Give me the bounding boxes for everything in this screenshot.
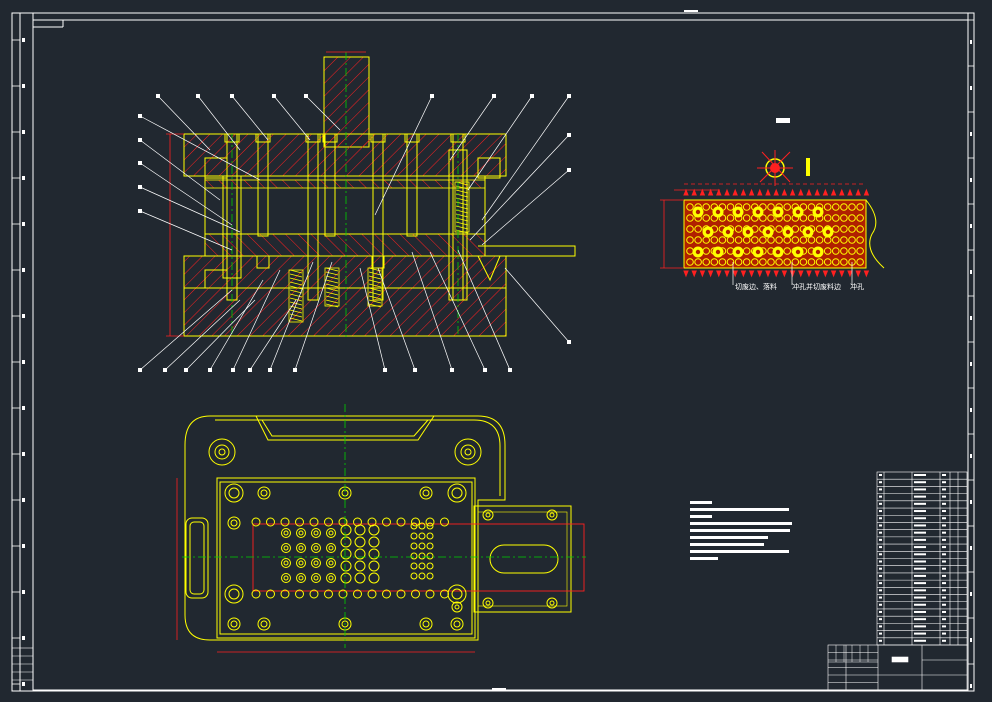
top-plan-view [176,404,586,653]
strip-note-pierce: 冲孔 [850,283,864,291]
parts-list-table [876,471,968,646]
strip-note-pierce-trim: 冲孔并切废料边 [792,283,841,291]
stripper-plate [204,233,486,257]
strip-note-cut-blank: 切废边、落料 [735,283,777,291]
strip-layout-view [660,118,885,285]
upper-die-plate [183,133,507,177]
left-zone-ticks [12,19,974,688]
feed-guide-plate [473,505,572,613]
sheet-frame [11,12,975,692]
left-stamp-block [11,647,34,692]
die-shank [323,56,370,148]
technical-requirements [690,501,792,560]
front-section-view [138,51,576,372]
